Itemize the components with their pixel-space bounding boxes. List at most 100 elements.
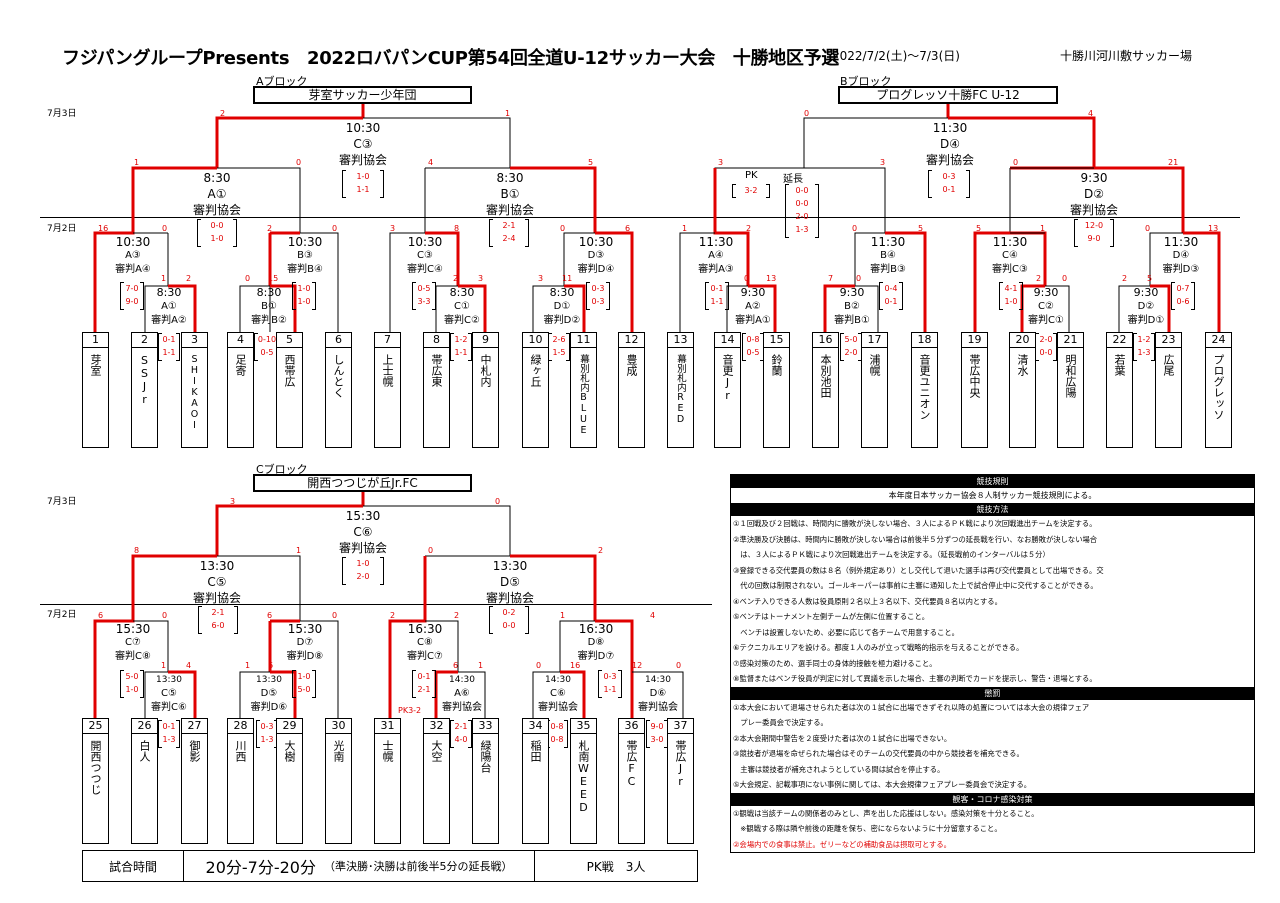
rules-line: ③登録できる交代要員の数は８名（例外規定あり）とし交代して退いた選手は再び交代要… [733, 565, 1104, 575]
score-r2-c8-r: 2 [454, 611, 460, 620]
score-r2-b3-r: 0 [332, 224, 338, 233]
rules-line: ①本大会において退場させられた者は次の１試合に出場できずそれ以降の処置については… [733, 702, 1090, 712]
score-r2-d4-r: 13 [1208, 224, 1219, 233]
score-r1-d6-l: 12 [632, 661, 643, 670]
team-name: 若葉 [1113, 354, 1126, 376]
rules-line: プレー委員会で決定する。 [733, 718, 828, 727]
rules-heading-4: 観客・コロナ感染対策 [731, 792, 1254, 806]
team-name: 士幌 [381, 740, 394, 762]
team-name: 幕別札内BLUE [578, 354, 589, 436]
block-c-winner: 開西つつじが丘Jr.FC [253, 474, 472, 492]
match-time-label: 試合時間 [83, 851, 184, 881]
ext-label: 延長 [783, 174, 803, 185]
score-r2-c8-l: 2 [390, 611, 396, 620]
score-a-semi1-l: 1 [134, 158, 140, 167]
team-name: 足寄 [234, 354, 247, 376]
team-number: 33 [473, 719, 498, 734]
team-name: 音更Jr [721, 354, 734, 402]
day-divider [40, 217, 1240, 218]
score-r1-a6-r: 1 [478, 661, 484, 670]
team-name: 緑ヶ丘 [529, 354, 542, 387]
score-c-final-r: 0 [495, 497, 501, 506]
score-a-final-l: 2 [220, 109, 226, 118]
team-name: SSJr [138, 354, 151, 406]
score-r2-b4-l: 0 [852, 224, 858, 233]
team-name: 光南 [332, 740, 345, 762]
score-r1-c1-r: 3 [478, 274, 484, 283]
score-c-semi2-l: 0 [428, 546, 434, 555]
team-number: 12 [619, 333, 644, 348]
rules-line: ⑥テクニカルエリアを設ける。都度１人のみが立って戦略的指示を与えることができる。 [733, 643, 1024, 652]
team-number: 32 [424, 719, 449, 734]
rules-line: ②準決勝及び決勝は、時間内に勝敗が決しない場合は前後半５分ずつの延長戦を行い、な… [733, 534, 1098, 544]
rules-line: は、３人によるＰＫ戦により次回戦進出チームを決定する。（延長戦前のインターバルは… [733, 550, 1050, 559]
score-r1-a2-r: 13 [766, 274, 777, 283]
score-r2-d3-l: 0 [560, 224, 566, 233]
score-r2-d3-r: 6 [625, 224, 631, 233]
match-time-detail: 20分-7分-20分 （準決勝･決勝は前後半5分の延長戦） [184, 851, 535, 881]
team-number: 17 [862, 333, 887, 348]
score-c-semi1-l: 8 [134, 546, 140, 555]
rules-line: 主審は競技者が補充されようとしている間は試合を停止する。 [733, 764, 945, 774]
score-r1-d1-r: 11 [562, 274, 573, 283]
team-name: プログレッソ [1212, 354, 1225, 420]
score-r1-c6-r: 16 [570, 661, 581, 670]
score-b-semi1-l: 3 [718, 158, 724, 167]
score-r2-a3-r: 0 [162, 224, 168, 233]
block-b-winner: プログレッソ十勝FC U-12 [838, 86, 1058, 104]
team-number: 27 [182, 719, 207, 734]
team-name: しんとく [332, 354, 345, 398]
rules-line: ⑤大会規定、記載事項にない事例に関しては、本大会規律フェアプレー委員会で決定する… [733, 780, 1032, 789]
team-number: 2 [132, 333, 157, 348]
score-b-semi1-r: 3 [880, 158, 886, 167]
team-name: 帯広Jr [674, 740, 687, 788]
team-name: 上士幌 [381, 354, 394, 387]
day-label-0703-c: 7月3日 [47, 497, 77, 507]
team-name: 浦幌 [868, 354, 881, 376]
score-r1-c2-l: 2 [1036, 274, 1042, 283]
score-r2-c3-l: 3 [390, 224, 396, 233]
score-r1-c5-r: 4 [186, 661, 192, 670]
block-a-label: Aブロック [256, 75, 308, 88]
score-r2-c3-r: 8 [454, 224, 460, 233]
score-r2-b4-r: 5 [918, 224, 924, 233]
score-r1-c1-l: 2 [453, 274, 459, 283]
team-name: 芽室 [89, 354, 102, 376]
